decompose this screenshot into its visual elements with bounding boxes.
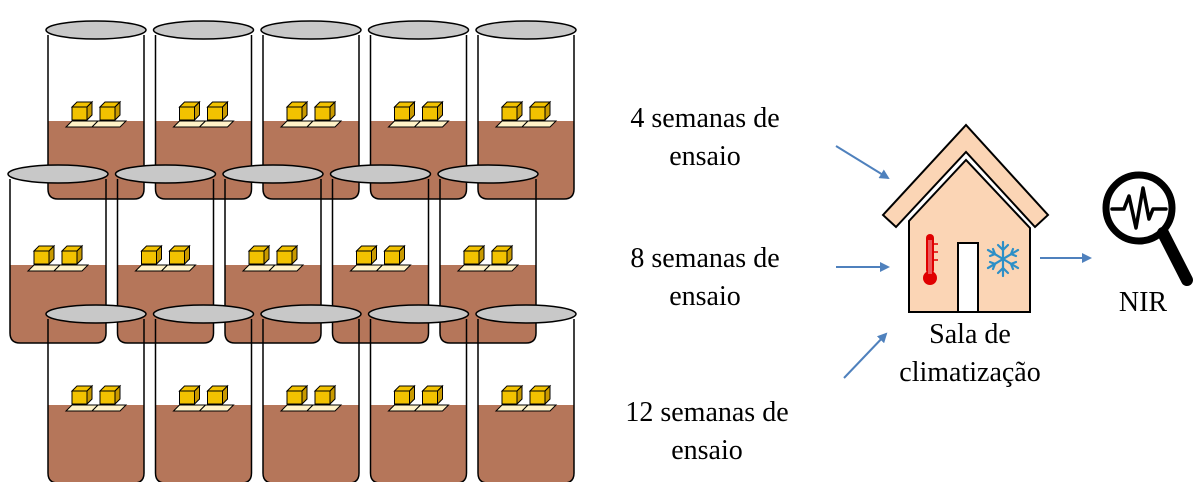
label-4-weeks: 4 semanas de ensaio (600, 100, 810, 176)
wood-block-icon (241, 244, 305, 272)
wood-block-icon (64, 100, 128, 128)
wood-block-icon (494, 100, 558, 128)
wood-block-icon (494, 384, 558, 412)
label-8-weeks: 8 semanas de ensaio (600, 240, 810, 316)
label-4-weeks-line1: 4 semanas de (630, 103, 780, 134)
label-8-weeks-line1: 8 semanas de (630, 243, 780, 274)
snowflake-icon (986, 240, 1020, 278)
wood-block-icon (387, 100, 450, 128)
label-4-weeks-line2: ensaio (669, 141, 741, 172)
wood-block-icon (349, 244, 412, 272)
wood-block-icon (26, 244, 90, 272)
jar-icon (437, 164, 539, 344)
jar-icon (260, 304, 362, 484)
jar-icon (152, 304, 255, 484)
wood-block-icon (456, 244, 520, 272)
pulse-icon (1110, 186, 1168, 230)
jar-icon (222, 164, 324, 344)
thermometer-icon (923, 234, 938, 285)
wood-block-icon (387, 384, 450, 412)
label-climate-room-line2: climatização (899, 357, 1041, 388)
jar-grid (7, 20, 577, 484)
label-nir: NIR (1118, 287, 1168, 318)
jar-icon (45, 304, 147, 484)
wood-block-icon (172, 100, 235, 128)
label-8-weeks-line2: ensaio (669, 281, 741, 312)
house-icon (881, 123, 1050, 313)
jar-icon (475, 304, 577, 484)
magnifier-icon (1102, 171, 1193, 286)
label-12-weeks-line1: 12 semanas de (625, 397, 789, 428)
jar-icon (114, 164, 217, 344)
arrow-4-weeks (835, 145, 890, 180)
arrow-12-weeks (843, 332, 888, 379)
label-climate-room-line1: Sala de (929, 319, 1011, 350)
wood-block-icon (172, 384, 235, 412)
label-12-weeks-line2: ensaio (671, 435, 743, 466)
jar-icon (329, 164, 432, 344)
wood-block-icon (279, 100, 343, 128)
jar-icon (7, 164, 109, 344)
wood-block-icon (134, 244, 197, 272)
wood-block-icon (64, 384, 128, 412)
label-climate-room: Sala de climatização (880, 316, 1060, 392)
label-12-weeks: 12 semanas de ensaio (596, 394, 818, 470)
wood-block-icon (279, 384, 343, 412)
